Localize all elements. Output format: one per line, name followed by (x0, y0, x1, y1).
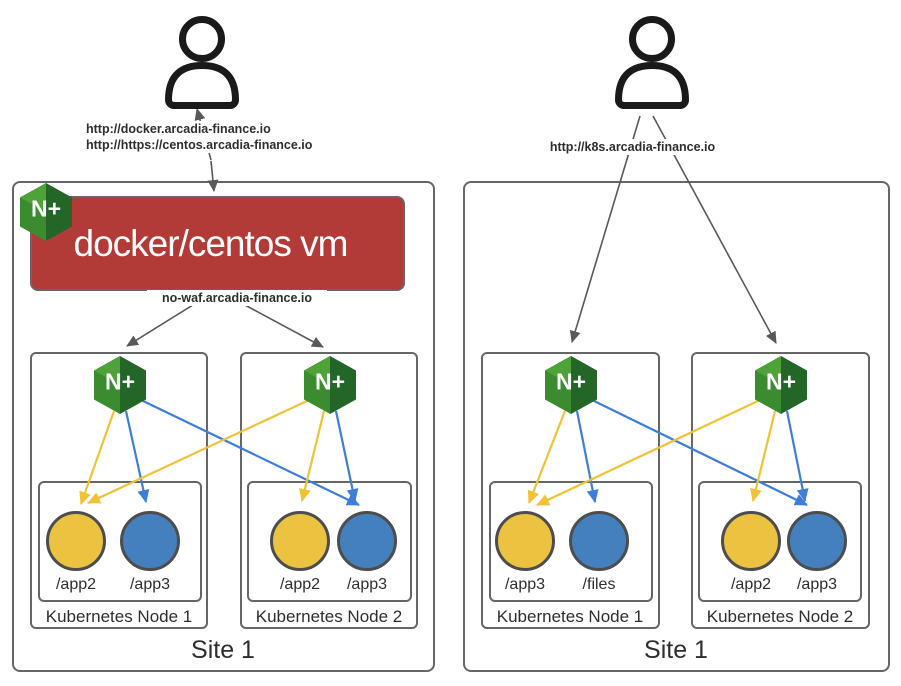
left-node2-pod-app2 (270, 511, 330, 571)
left-node1-pod-app2 (46, 511, 106, 571)
left-node1-pod-app3 (120, 511, 180, 571)
pod-label: /app2 (730, 576, 772, 593)
user-icon-right (614, 16, 690, 109)
node-label: Kubernetes Node 2 (706, 607, 854, 626)
site-label-left: Site 1 (191, 636, 255, 664)
node-label: Kubernetes Node 1 (45, 607, 193, 626)
left-user-urls: http://docker.arcadia-finance.io http://… (86, 121, 386, 153)
pod-label: /app3 (129, 576, 171, 593)
node-label: Kubernetes Node 2 (255, 607, 403, 626)
pod-label: /app2 (55, 576, 97, 593)
no-waf-url-label: no-waf.arcadia-finance.io (147, 290, 327, 306)
k8s-url-label: http://k8s.arcadia-finance.io (540, 139, 725, 155)
pod-label: /app3 (796, 576, 838, 593)
url-docker: http://docker.arcadia-finance.io (86, 122, 271, 136)
pod-label: /app2 (279, 576, 321, 593)
user-icon-left (164, 16, 240, 109)
pod-label: /app3 (504, 576, 546, 593)
site-box-left (12, 181, 435, 672)
pod-label: /app3 (346, 576, 388, 593)
right-node2-pod-app3 (787, 511, 847, 571)
pod-label: /files (582, 576, 616, 593)
left-node2-pod-app3 (337, 511, 397, 571)
right-node1-pod-files (569, 511, 629, 571)
node-label: Kubernetes Node 1 (496, 607, 644, 626)
vm-label: docker/centos vm (73, 222, 349, 264)
docker-centos-vm-box: docker/centos vm (30, 196, 405, 291)
site-label-right: Site 1 (644, 636, 708, 664)
url-centos: http://https://centos.arcadia-finance.io (86, 138, 313, 152)
right-node1-pod-app3 (495, 511, 555, 571)
right-node2-pod-app2 (721, 511, 781, 571)
